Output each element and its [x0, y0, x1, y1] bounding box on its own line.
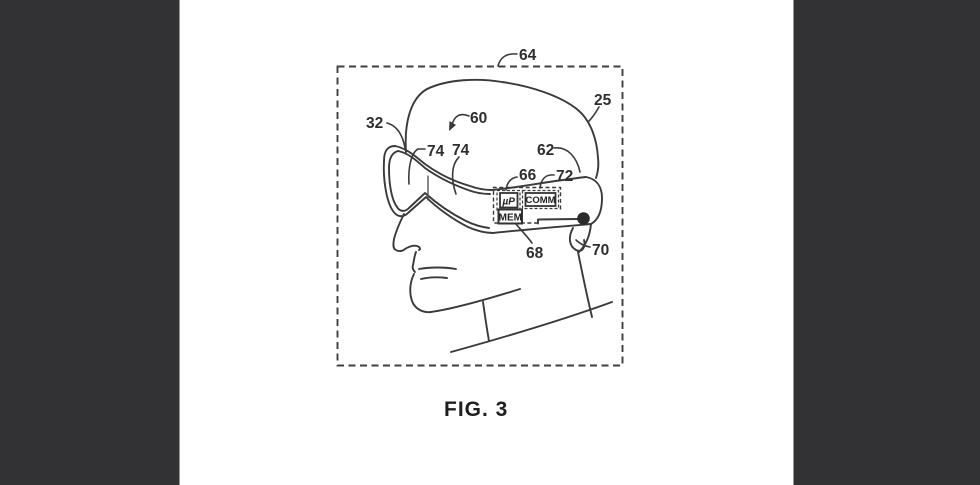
ref-label-62: 62: [537, 142, 554, 159]
microprocessor-box: [499, 192, 519, 209]
leader-32: [386, 122, 406, 149]
leader-60-arrowhead: [449, 121, 456, 131]
goggles-outer-frame: [382, 145, 494, 234]
ref-label-66: 66: [519, 167, 537, 184]
headband-right-cap: [585, 176, 603, 225]
leader-70: [575, 239, 591, 248]
lower-lip-line: [420, 276, 448, 280]
back-neck-line: [577, 251, 593, 318]
leader-64: [497, 53, 518, 67]
headband: [491, 176, 603, 234]
headband-top-edge: [491, 176, 587, 191]
goggles-top-edge: [394, 145, 493, 191]
shoulder-line: [450, 301, 613, 353]
ref-label-25: 25: [594, 92, 612, 109]
ref-label-70: 70: [592, 242, 609, 259]
left-side-panel: [0, 0, 179, 485]
upper-lip-line: [418, 266, 457, 270]
figure-dashed-boundary: [336, 65, 624, 367]
head-dome-outline: [404, 78, 600, 179]
electronics-module: µP COMM MEM: [492, 186, 590, 225]
figure-caption: FIG. 3: [444, 398, 508, 421]
ref-label-74a: 74: [427, 143, 445, 160]
nose-outline: [392, 213, 421, 253]
headband-bottom-edge: [492, 223, 592, 234]
microprocessor-dashed-outline: [496, 189, 521, 211]
ref-label-32: 32: [366, 115, 383, 132]
memory-label: MEM: [499, 213, 522, 224]
leader-72: [539, 174, 555, 189]
memory-box: [497, 208, 523, 225]
leader-74a: [408, 148, 426, 185]
ref-label-72: 72: [556, 168, 573, 185]
comm-label: COMM: [525, 195, 555, 206]
speaker-dot: [577, 212, 590, 225]
face-profile: [392, 213, 613, 353]
ref-label-64: 64: [519, 47, 537, 64]
front-neck-line: [482, 301, 490, 342]
leader-68: [515, 223, 533, 244]
leader-74b: [451, 156, 460, 195]
leader-25: [588, 106, 600, 122]
ref-label-60: 60: [470, 110, 487, 127]
microprocessor-label: µP: [501, 197, 515, 208]
comm-box: [524, 192, 557, 207]
philtrum-line: [411, 251, 417, 273]
strap-slit-line: [537, 218, 579, 225]
comm-dashed-outline: [521, 189, 560, 210]
ref-label-68: 68: [526, 245, 544, 262]
goggles-inner-frame: [388, 150, 490, 229]
leader-62: [553, 147, 581, 173]
leader-lines: [386, 53, 600, 248]
right-side-panel: [794, 0, 980, 485]
ref-label-74b: 74: [452, 142, 470, 159]
reference-numerals: 64 25 32 60 74 74 62 66 72 68 70: [366, 47, 612, 262]
leader-66: [505, 176, 518, 191]
chin-jaw-outline: [409, 273, 521, 314]
